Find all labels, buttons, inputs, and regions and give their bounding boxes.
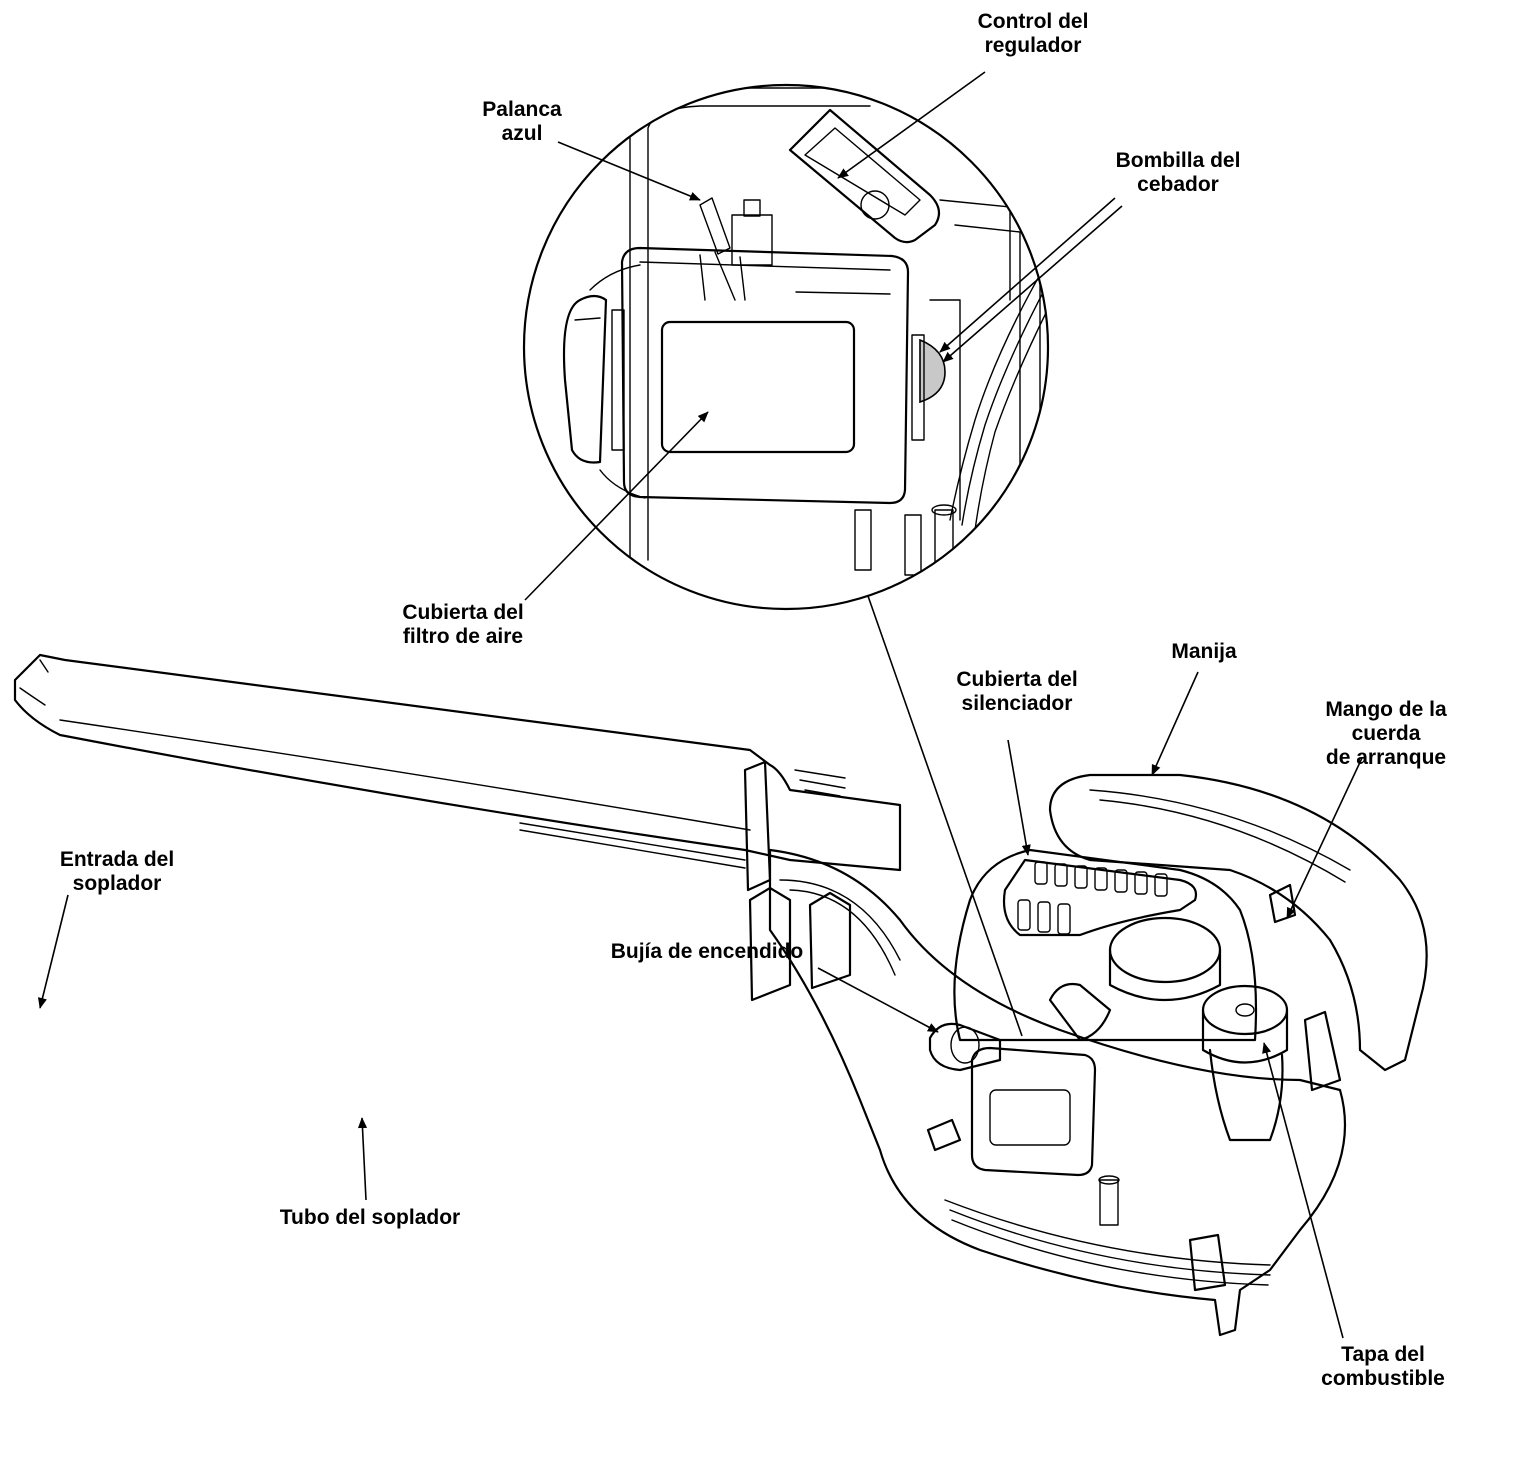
- arrow-spark-plug: [817, 967, 939, 1033]
- zoom-circle: [522, 83, 1050, 611]
- arrow-blue-lever: [557, 141, 701, 201]
- label-throttle-control: Control del regulador: [977, 10, 1089, 57]
- arrow-blower-tube: [357, 1117, 368, 1201]
- label-spark-plug: Bujía de encendido: [610, 940, 804, 963]
- label-air-filter-cover: Cubierta del filtro de aire: [402, 601, 524, 648]
- blower-body: [13, 653, 1428, 1337]
- label-handle: Manija: [1171, 640, 1237, 663]
- arrow-primer-bulb-1: [939, 197, 1116, 353]
- label-blue-lever: Palanca azul: [482, 98, 562, 145]
- arrow-fuel-cap: [1262, 1042, 1344, 1339]
- label-primer-bulb: Bombilla del cebador: [1115, 149, 1241, 196]
- engine-shroud-shape: [953, 848, 1258, 1042]
- arrow-starter-rope-handle: [1286, 757, 1363, 919]
- arrow-blower-inlet: [37, 894, 69, 1009]
- zoom-connector-line: [867, 595, 1023, 1037]
- arrow-handle: [1151, 671, 1199, 776]
- label-blower-inlet: Entrada del soplador: [59, 848, 175, 895]
- zoom-detail: [522, 83, 1050, 611]
- handle-shape: [1048, 773, 1428, 1072]
- arrow-primer-bulb-2: [942, 205, 1123, 363]
- blower-housing-shape: [768, 848, 1347, 1337]
- label-muffler-cover: Cubierta del silenciador: [956, 668, 1078, 715]
- arrow-muffler-cover: [1007, 739, 1031, 856]
- blower-tube-shape: [13, 653, 902, 872]
- arrow-throttle-control: [837, 71, 986, 179]
- label-starter-rope-handle: Mango de la cuerda de arranque: [1325, 698, 1447, 769]
- label-fuel-cap: Tapa del combustible: [1321, 1343, 1445, 1390]
- pointer-arrows: [37, 71, 1363, 1339]
- arrow-air-filter-cover: [524, 411, 709, 601]
- label-blower-tube: Tubo del soplador: [279, 1206, 461, 1229]
